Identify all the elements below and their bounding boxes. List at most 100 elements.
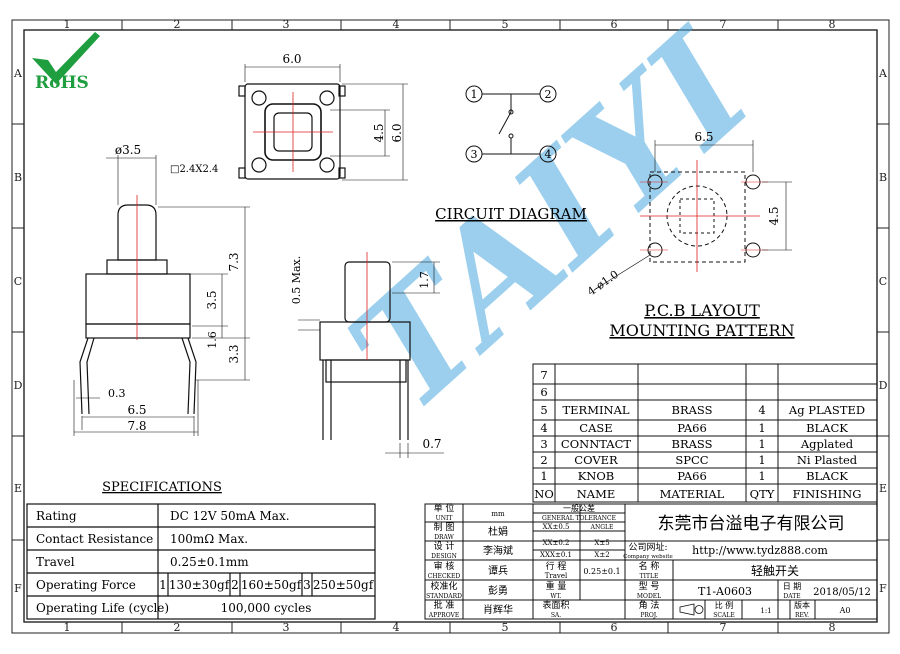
svg-text:3: 3 — [283, 621, 290, 634]
pcb-title-2: MOUNTING PATTERN — [609, 321, 794, 340]
svg-text:100mΩ Max.: 100mΩ Max. — [170, 532, 248, 546]
svg-text:肖辉华: 肖辉华 — [483, 603, 513, 616]
svg-text:2: 2 — [174, 621, 181, 634]
svg-text:6: 6 — [611, 621, 618, 634]
svg-text:4: 4 — [540, 421, 547, 435]
svg-text:6: 6 — [540, 385, 547, 399]
svg-text:Rating: Rating — [36, 509, 77, 523]
svg-text:1:1: 1:1 — [760, 607, 771, 615]
svg-text:Contact Resistance: Contact Resistance — [36, 532, 153, 546]
title-block-cells: 单 位 UNIT mm 一般公差 GENERAL TOLERANCE 东莞市台溢… — [426, 502, 871, 619]
svg-text:1: 1 — [540, 469, 547, 483]
svg-text:mm: mm — [491, 510, 505, 518]
svg-text:杜娟: 杜娟 — [488, 525, 508, 538]
svg-text:谭兵: 谭兵 — [488, 564, 508, 577]
svg-text:A: A — [878, 67, 888, 80]
svg-text:C: C — [14, 275, 22, 288]
svg-text:表面积: 表面积 — [542, 599, 569, 611]
svg-text:1: 1 — [64, 621, 71, 634]
svg-text:日 期: 日 期 — [783, 582, 802, 591]
svg-text:MATERIAL: MATERIAL — [660, 487, 725, 501]
svg-text:250±50gf: 250±50gf — [313, 578, 375, 592]
svg-text:2018/05/12: 2018/05/12 — [813, 587, 871, 598]
svg-text:彭勇: 彭勇 — [488, 584, 508, 597]
projection-symbol-icon — [679, 603, 704, 616]
specs-cells: Rating DC 12V 50mA Max. Contact Resistan… — [36, 509, 375, 615]
svg-text:KNOB: KNOB — [578, 469, 615, 483]
svg-text:一般公差: 一般公差 — [563, 503, 595, 513]
svg-text:B: B — [14, 171, 22, 184]
svg-text:XX±0.5: XX±0.5 — [543, 523, 570, 531]
svg-text:FINISHING: FINISHING — [793, 487, 862, 501]
svg-text:公司网址:: 公司网址: — [628, 541, 667, 553]
svg-text:DC 12V 50mA Max.: DC 12V 50mA Max. — [170, 509, 290, 523]
svg-text:3: 3 — [283, 18, 290, 31]
svg-text:XXX±0.1: XXX±0.1 — [540, 551, 572, 559]
specs-table — [26, 503, 376, 620]
pcb-title-1: P.C.B LAYOUT — [644, 301, 760, 320]
svg-text:Company website: Company website — [623, 554, 672, 560]
inner-width-dim: 6.5 — [127, 403, 146, 417]
svg-text:QTY: QTY — [750, 487, 775, 501]
specs-title: SPECIFICATIONS — [102, 480, 222, 495]
top-inner-dim: 4.5 — [372, 123, 386, 142]
front-view — [298, 252, 444, 458]
svg-text:4: 4 — [393, 621, 400, 634]
svg-text:SCALE: SCALE — [713, 612, 734, 619]
svg-text:COVER: COVER — [574, 453, 618, 467]
svg-text:7: 7 — [720, 621, 727, 634]
svg-text:Ag PLASTED: Ag PLASTED — [788, 403, 865, 417]
svg-text:Agplated: Agplated — [800, 437, 854, 451]
svg-text:批 准: 批 准 — [434, 599, 455, 611]
svg-text:比 例: 比 例 — [715, 600, 734, 610]
svg-text:3: 3 — [471, 148, 478, 161]
svg-text:7: 7 — [720, 18, 727, 31]
knob-dia-dim: ø3.5 — [115, 143, 141, 157]
svg-text:APPROVE: APPROVE — [428, 612, 459, 619]
pcb-height-dim: 4.5 — [767, 206, 781, 225]
svg-text:0.25±0.1mm: 0.25±0.1mm — [170, 555, 249, 569]
bom-table — [532, 363, 878, 503]
svg-text:1: 1 — [758, 421, 765, 435]
company-name: 东莞市台溢电子有限公司 — [658, 514, 845, 534]
front-pin-dim: 0.7 — [422, 437, 441, 451]
svg-text:4: 4 — [393, 18, 400, 31]
circuit-title: CIRCUIT DIAGRAM — [435, 205, 587, 223]
svg-text:8: 8 — [829, 621, 836, 634]
svg-text:2: 2 — [545, 88, 552, 101]
svg-text:2: 2 — [174, 18, 181, 31]
svg-text:1: 1 — [758, 469, 765, 483]
svg-text:制 图: 制 图 — [434, 521, 455, 533]
svg-text:轻触开关: 轻触开关 — [751, 564, 799, 578]
svg-text:DESIGN: DESIGN — [431, 553, 457, 560]
svg-text:1: 1 — [471, 88, 478, 101]
svg-text:100,000 cycles: 100,000 cycles — [221, 601, 312, 615]
svg-text:Operating Force: Operating Force — [36, 578, 136, 592]
title-block — [424, 503, 878, 620]
svg-text:TITLE: TITLE — [640, 573, 659, 580]
svg-text:RoHS: RoHS — [35, 73, 89, 93]
knob-square-dim: □2.4X2.4 — [170, 164, 218, 175]
body-height-dim: 3.5 — [205, 290, 219, 309]
outer-width-dim: 7.8 — [127, 419, 146, 433]
pcb-width-dim: 6.5 — [694, 130, 713, 144]
svg-text:Ni Plasted: Ni Plasted — [797, 453, 858, 467]
svg-text:TERMINAL: TERMINAL — [562, 403, 629, 417]
side-view — [73, 155, 250, 436]
svg-text:F: F — [879, 582, 887, 595]
svg-text:2: 2 — [231, 578, 239, 592]
leg-height-dim: 3.3 — [227, 344, 241, 363]
svg-text:4: 4 — [545, 148, 552, 161]
svg-text:E: E — [879, 482, 887, 495]
svg-text:MODEL: MODEL — [637, 593, 661, 600]
svg-text:160±50gf: 160±50gf — [241, 578, 303, 592]
rohs-logo: RoHS — [32, 32, 100, 93]
svg-text:型 号: 型 号 — [639, 581, 660, 592]
svg-text:1: 1 — [758, 453, 765, 467]
svg-text:STANDARD: STANDARD — [426, 593, 462, 600]
svg-text:WT.: WT. — [550, 593, 561, 600]
